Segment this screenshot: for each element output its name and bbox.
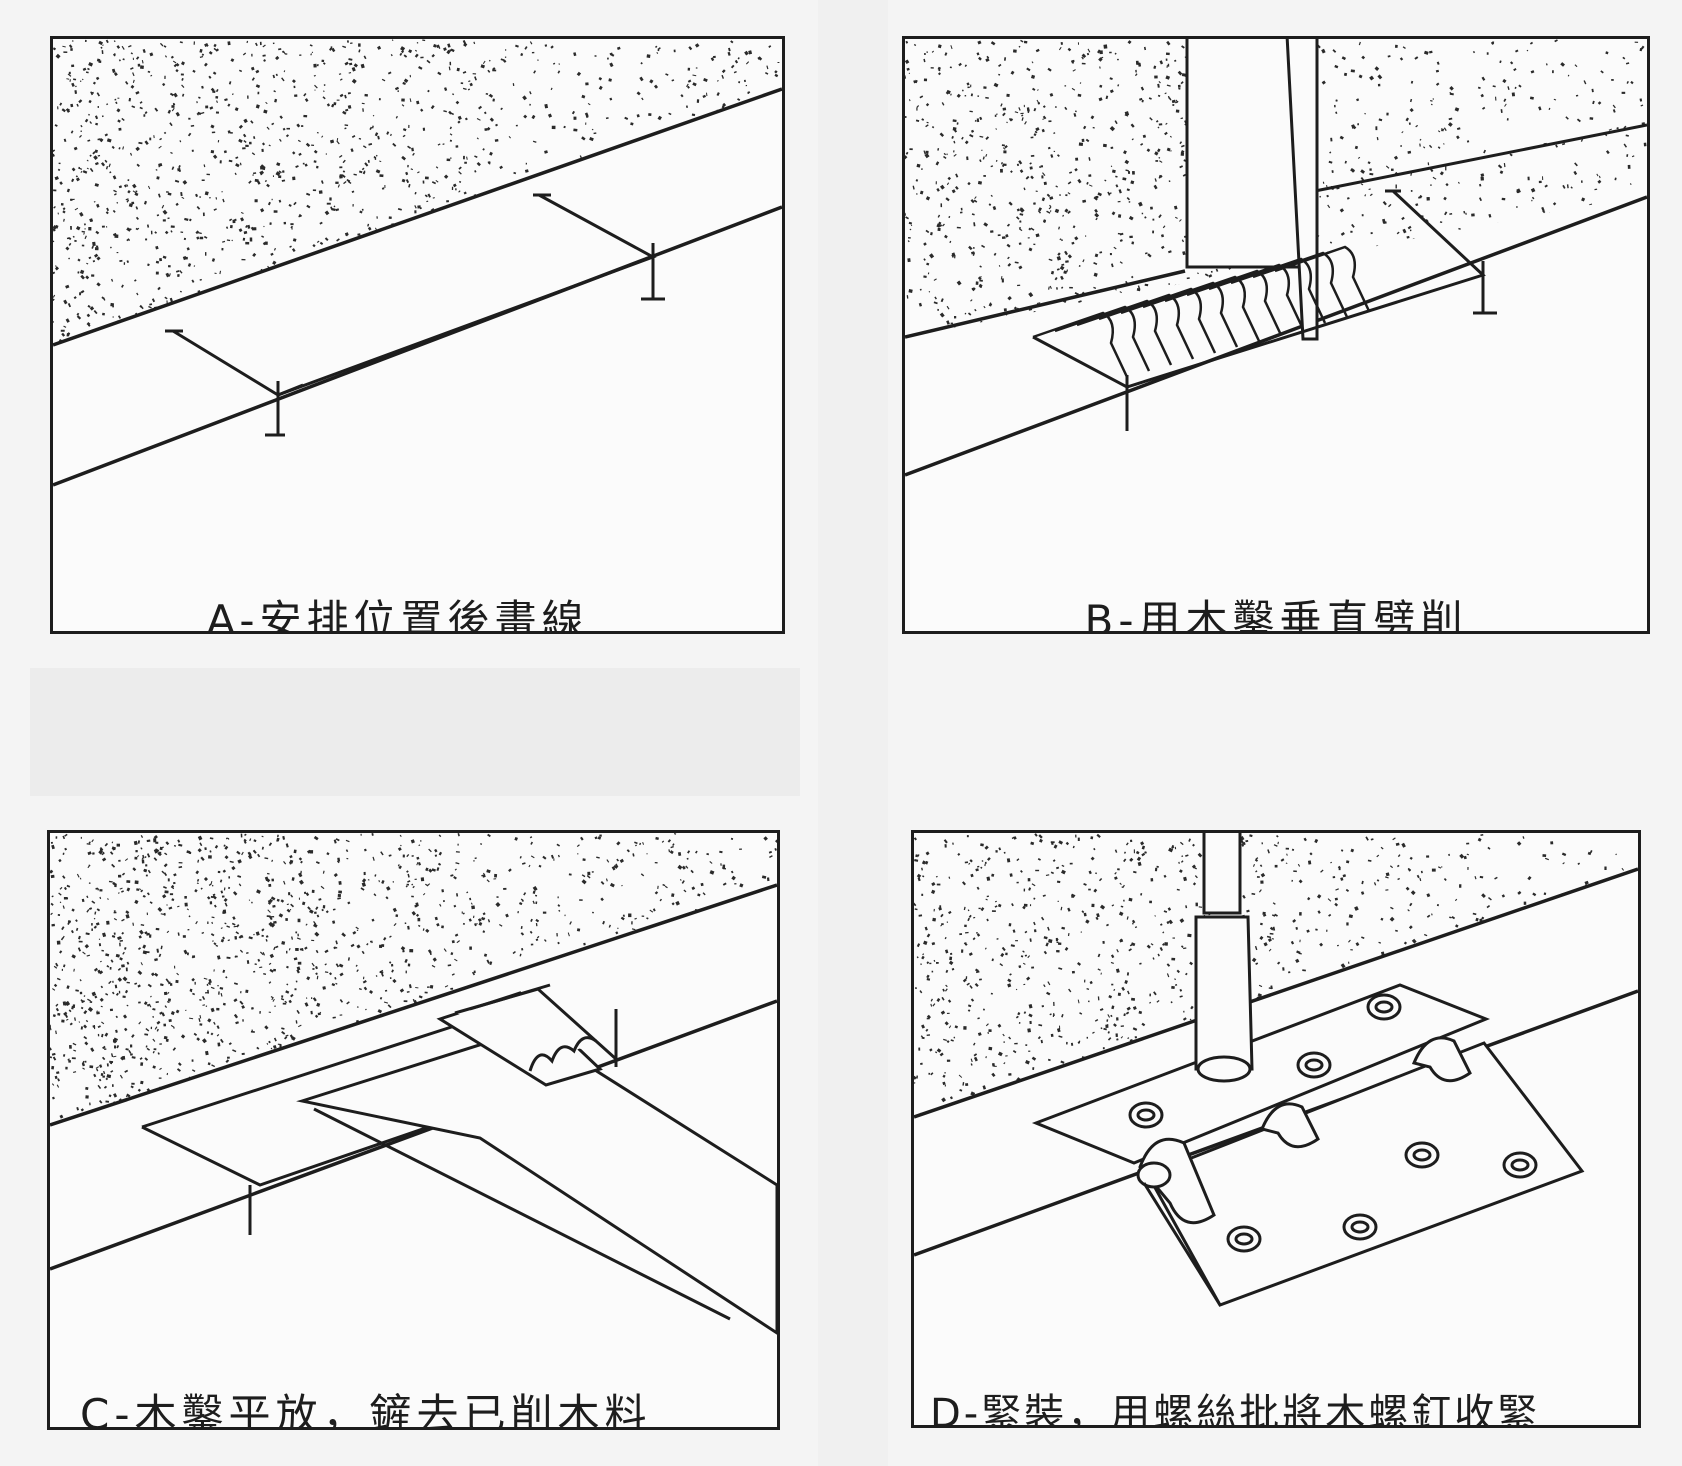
panel-d: D-緊裝，用螺絲批將木螺釘收緊 bbox=[911, 830, 1641, 1428]
caption-a: A-安排位置後畫線 bbox=[206, 596, 589, 634]
panel-d-illustration bbox=[914, 833, 1638, 1307]
panel-b: B-用木鑿垂直劈削 bbox=[902, 36, 1650, 634]
caption-d: D-緊裝，用螺絲批將木螺釘收緊 bbox=[930, 1391, 1541, 1428]
panel-a: A-安排位置後畫線 bbox=[50, 36, 785, 634]
panel-a-illustration bbox=[53, 39, 782, 487]
panel-c-illustration bbox=[50, 833, 777, 1335]
scan-band bbox=[30, 668, 800, 796]
caption-c: C-木鑿平放，鏟去已削木料 bbox=[80, 1390, 652, 1430]
caption-b: B-用木鑿垂直劈削 bbox=[1084, 596, 1468, 634]
panel-b-illustration bbox=[905, 39, 1647, 477]
panel-c: C-木鑿平放，鏟去已削木料 bbox=[47, 830, 780, 1430]
scan-band bbox=[818, 0, 888, 1466]
